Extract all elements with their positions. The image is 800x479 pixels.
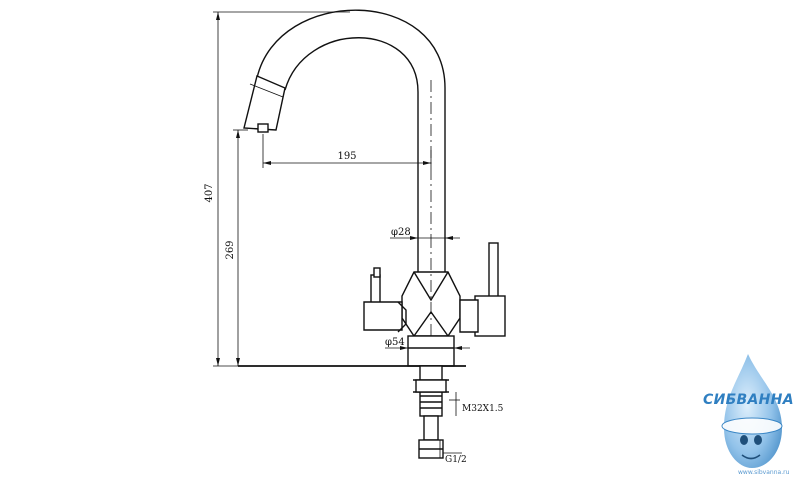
dim-269-label: 269 xyxy=(225,240,236,259)
base-flange xyxy=(407,335,455,367)
thread-hatch xyxy=(420,395,442,409)
dim-g12-label: G1/2 xyxy=(445,455,467,465)
dim-269-arrow-top xyxy=(236,130,240,138)
dim-195-label: 195 xyxy=(337,151,356,162)
brand-url: www.sibvanna.ru xyxy=(738,469,790,476)
faucet-outline xyxy=(238,9,506,459)
right-handle-lever xyxy=(488,242,499,298)
dim-269-arrow-bottom xyxy=(236,358,240,366)
dim-407-arrow-top xyxy=(216,12,220,20)
dim-28-arrow-right xyxy=(445,236,453,240)
spout-inner xyxy=(284,37,419,272)
dim-54-label: φ54 xyxy=(385,337,405,348)
brand-name: СИБВАННА xyxy=(703,392,794,408)
dim-407-label: 407 xyxy=(204,183,215,202)
dim-195-arrow-right xyxy=(423,161,431,165)
spout-outer xyxy=(256,9,446,272)
dim-m32-label: M32X1.5 xyxy=(462,404,504,414)
left-handle-knob xyxy=(373,267,381,278)
right-handle-body xyxy=(474,295,506,337)
left-handle-body xyxy=(363,301,403,331)
right-handle-arm xyxy=(459,299,479,333)
left-handle-lever xyxy=(370,274,381,306)
mounting-nut xyxy=(415,379,447,393)
left-handle-cap xyxy=(397,301,407,333)
dimensions: 407 269 195 φ28 φ54 M32X1.5 G1/2 xyxy=(204,11,504,465)
hose-connector xyxy=(423,415,439,441)
dim-54-arrow-right xyxy=(454,346,462,350)
dim-28-label: φ28 xyxy=(391,227,411,238)
spray-head xyxy=(243,75,286,131)
dim-28-arrow-left xyxy=(410,236,418,240)
spray-head-seam xyxy=(249,83,284,98)
dim-407-arrow-bottom xyxy=(216,358,220,366)
dim-195-arrow-left xyxy=(263,161,271,165)
dim-54-arrow-left xyxy=(400,346,408,350)
water-drop-mascot-icon xyxy=(721,354,783,468)
spray-head-tip xyxy=(257,123,269,133)
